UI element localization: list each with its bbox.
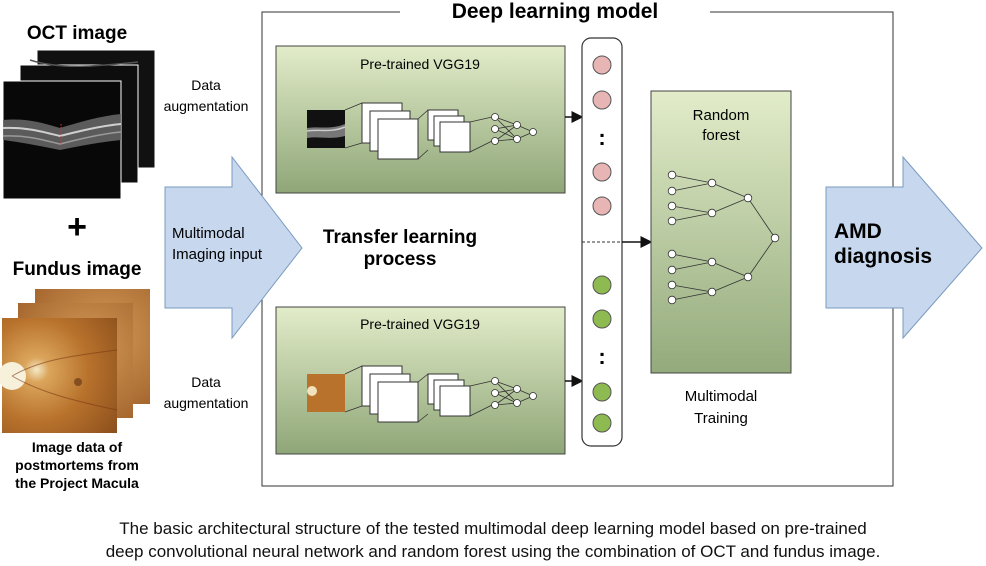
deep-learning-model-frame	[261, 11, 894, 487]
amd-diagnosis-arrow: AMD diagnosis	[825, 155, 983, 340]
caption-line-1: The basic architectural structure of the…	[119, 519, 867, 538]
random-forest-panel: Random forest	[650, 90, 792, 374]
feature-node-oct	[592, 162, 612, 182]
feature-node-fundus	[592, 382, 612, 402]
multimodal-input-arrow: Multimodal Imaging input	[164, 155, 303, 340]
vgg19-panel-top: Pre-trained VGG19	[275, 45, 566, 194]
source-line-3: the Project Macula	[15, 475, 139, 491]
fundus-title: Fundus image	[13, 259, 142, 280]
vgg-bottom-label: Pre-trained VGG19	[360, 316, 480, 332]
vgg19-panel-bottom: Pre-trained VGG19	[275, 306, 566, 455]
feature-node-fundus	[592, 309, 612, 329]
feature-vector-column: : :	[581, 37, 623, 447]
feature-node-fundus	[592, 413, 612, 433]
augmentation-bottom-line-1: Data	[191, 374, 221, 390]
feature-ellipsis-fundus: :	[598, 344, 605, 369]
feature-node-oct	[592, 90, 612, 110]
output-line-2: diagnosis	[834, 245, 932, 268]
output-line-1: AMD	[834, 220, 882, 243]
augmentation-bottom-line-2: augmentation	[164, 395, 249, 411]
figure-caption: The basic architectural structure of the…	[0, 517, 986, 563]
feature-node-oct	[592, 55, 612, 75]
model-title: Deep learning model	[452, 0, 659, 23]
oct-image-stack: OCT image	[2, 23, 156, 200]
feature-node-fundus	[592, 275, 612, 295]
forest-line-2: forest	[702, 127, 740, 144]
augmentation-top-line-2: augmentation	[164, 98, 249, 114]
input-arrow-line-2: Imaging input	[172, 246, 263, 263]
fundus-image-stack: Fundus image	[0, 259, 150, 433]
vgg-top-label: Pre-trained VGG19	[360, 56, 480, 72]
source-line-2: postmortems from	[15, 457, 139, 473]
transfer-line-1: Transfer learning	[323, 227, 477, 248]
transfer-line-2: process	[364, 249, 437, 270]
training-line-1: Multimodal	[685, 388, 758, 405]
source-line-1: Image data of	[32, 439, 123, 455]
feature-ellipsis-oct: :	[598, 125, 605, 150]
input-arrow-line-1: Multimodal	[172, 225, 245, 242]
oct-title: OCT image	[27, 23, 127, 44]
forest-line-1: Random	[693, 107, 750, 124]
caption-line-2: deep convolutional neural network and ra…	[105, 542, 881, 561]
plus-sign: +	[67, 208, 87, 246]
augmentation-top-line-1: Data	[191, 77, 221, 93]
feature-node-oct	[592, 196, 612, 216]
training-line-2: Training	[694, 410, 748, 427]
